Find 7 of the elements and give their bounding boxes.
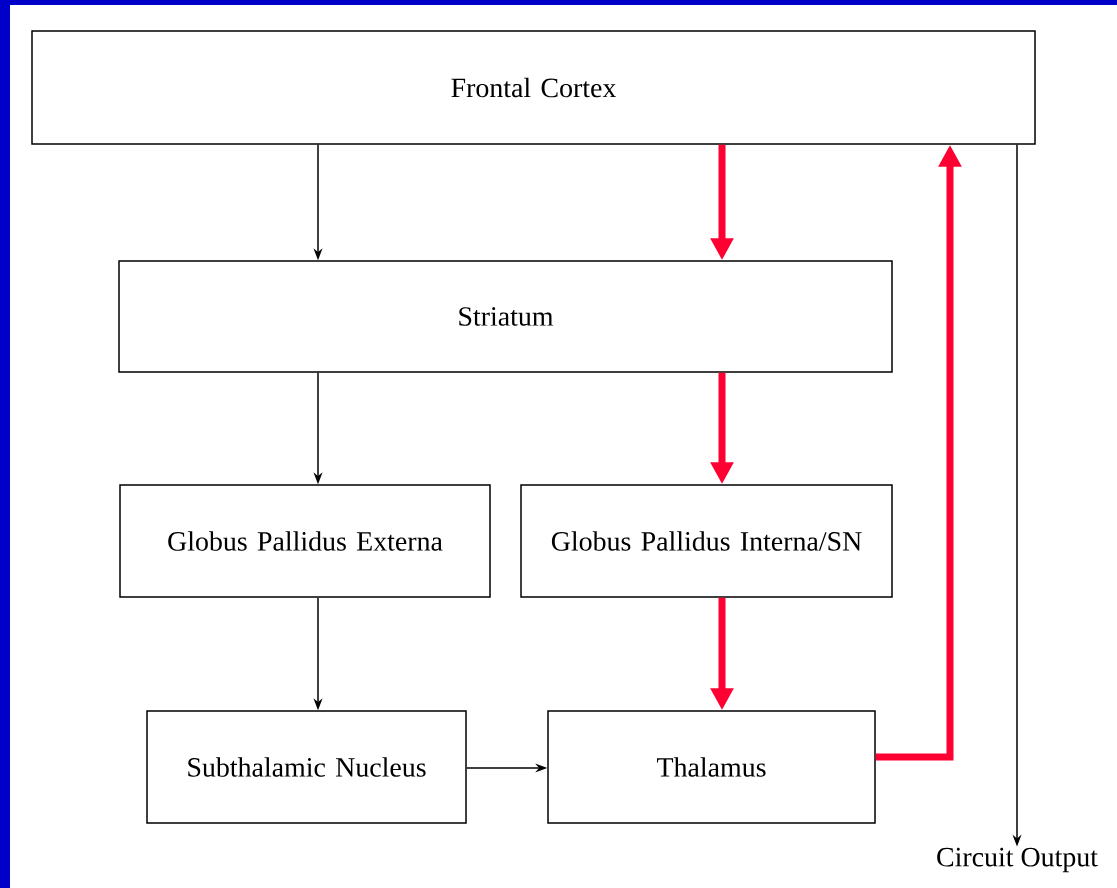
process-box: Globus Pallidus Interna/SN <box>520 484 893 598</box>
process-box: Striatum <box>118 260 893 373</box>
process-box: Subthalamic Nucleus <box>146 710 467 824</box>
process-box: Globus Pallidus Externa <box>119 484 491 598</box>
output-label: Circuit Output <box>937 847 1098 873</box>
process-box: Thalamus <box>547 710 876 824</box>
process-box: Frontal Cortex <box>31 30 1036 145</box>
